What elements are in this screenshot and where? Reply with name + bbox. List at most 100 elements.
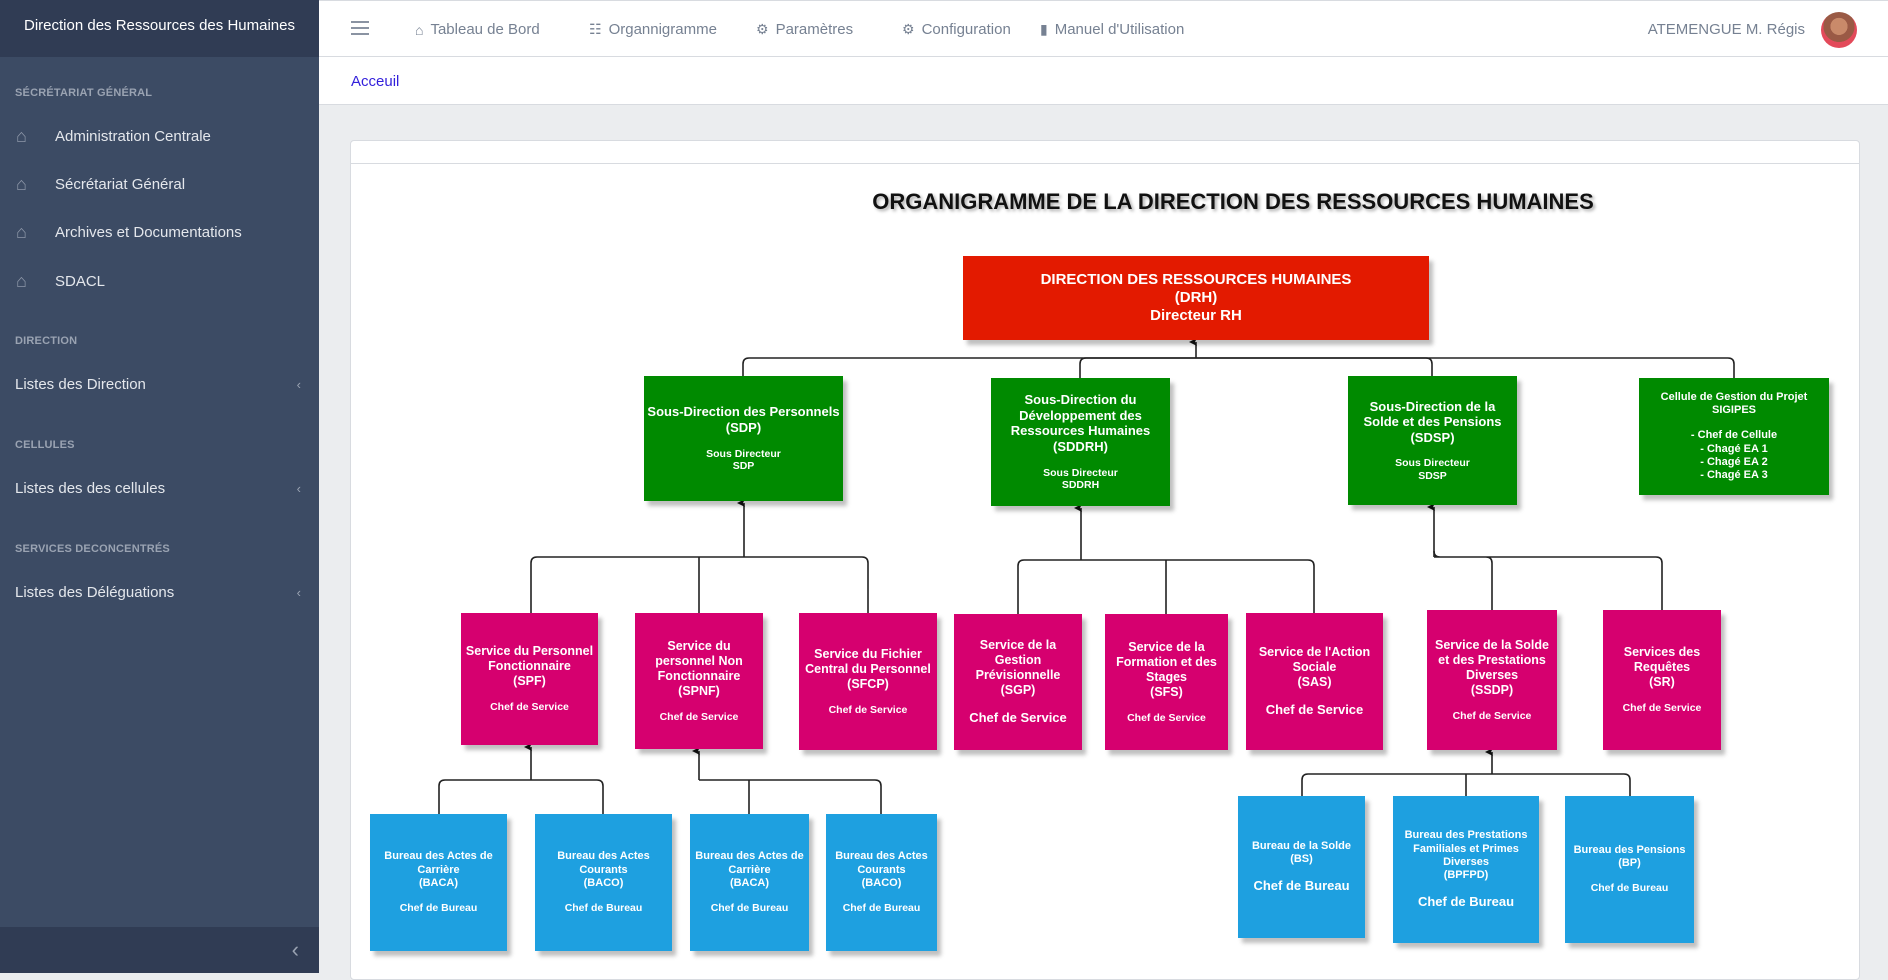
node-abbr: (SAS) bbox=[1297, 675, 1332, 690]
node-abbr: (BP) bbox=[1618, 857, 1641, 870]
node-abbr: (SR) bbox=[1649, 675, 1675, 690]
node-abbr: (SGP) bbox=[1000, 683, 1036, 698]
sidebar-item-label: Administration Centrale bbox=[55, 127, 211, 145]
org-node-bs[interactable]: Bureau de la Solde(BS)Chef de Bureau bbox=[1238, 796, 1365, 938]
node-role: Chef de Bureau bbox=[399, 901, 478, 914]
connector bbox=[742, 357, 1735, 378]
sidebar-item-listes-delegations[interactable]: Listes des Déléguations‹ bbox=[0, 572, 319, 612]
nav-parametres[interactable]: ⚙Paramètres bbox=[756, 1, 853, 58]
sidebar-brand[interactable]: Direction des Ressources des Humaines bbox=[0, 0, 319, 57]
node-title: Sous-Direction du Développement des Ress… bbox=[1010, 392, 1151, 439]
sidebar-item-label: SDACL bbox=[55, 272, 106, 290]
chevron-left-icon: ‹ bbox=[296, 480, 301, 496]
org-node-sr[interactable]: Services des Requêtes(SR) Chef de Service bbox=[1603, 610, 1721, 750]
nav-label: Tableau de Bord bbox=[430, 21, 540, 38]
node-members-0: - Chef de Cellule bbox=[1690, 429, 1778, 442]
node-title: Bureau des Actes Courants bbox=[557, 850, 650, 876]
org-node-sdsp[interactable]: Sous-Direction de la Solde et des Pensio… bbox=[1348, 376, 1517, 505]
node-title: Bureau des Prestations Familiales et Pri… bbox=[1404, 829, 1528, 868]
org-node-spnf[interactable]: Service du personnel Non Fonctionnaire(S… bbox=[635, 613, 763, 749]
node-abbr: (SDSP) bbox=[1410, 429, 1455, 445]
nav-tableau-de-bord[interactable]: ⌂ Tableau de Bord bbox=[415, 1, 540, 58]
avatar[interactable] bbox=[1821, 12, 1857, 48]
section-secretariat: SÉCRÉTARIAT GÉNÉRAL bbox=[15, 87, 153, 99]
sidebar-item-listes-cellules[interactable]: Listes des des cellules ‹ bbox=[0, 468, 319, 508]
org-node-spf[interactable]: Service du Personnel Fonctionnaire(SPF) C… bbox=[461, 613, 598, 745]
org-node-baca2[interactable]: Bureau des Actes de Carrière(BACA) Chef d… bbox=[690, 814, 809, 951]
node-title: Bureau de la Solde bbox=[1251, 840, 1352, 853]
node-abbr: (SPF) bbox=[513, 674, 546, 689]
org-node-drh[interactable]: DIRECTION DES RESSOURCES HUMAINES(DRH)Di… bbox=[963, 256, 1429, 340]
node-role: Chef de Service bbox=[969, 710, 1067, 726]
node-title: Service du Personnel Fonctionnaire bbox=[465, 644, 594, 674]
node-abbr: (SPNF) bbox=[678, 683, 720, 698]
nav-label: Organnigramme bbox=[608, 21, 717, 38]
home-icon: ⌂ bbox=[16, 173, 27, 194]
org-node-sfs[interactable]: Service de la Formation et des Stages(SF… bbox=[1105, 614, 1228, 750]
sidebar-item-listes-direction[interactable]: Listes des Direction‹ bbox=[0, 364, 319, 404]
sidebar-item-secretariat-general[interactable]: ⌂Sécrétariat Général bbox=[0, 164, 319, 204]
org-node-bpfpd[interactable]: Bureau des Prestations Familiales et Pri… bbox=[1393, 796, 1539, 943]
user-name[interactable]: ATEMENGUE M. Régis bbox=[1647, 21, 1805, 38]
sidebar-item-administration-centrale[interactable]: ⌂ Administration Centrale bbox=[0, 116, 319, 156]
node-title: Bureau des Pensions bbox=[1573, 844, 1686, 857]
orgchart-title: ORGANIGRAMME DE LA DIRECTION DES RESSOUR… bbox=[872, 189, 1594, 214]
org-node-baco2[interactable]: Bureau des Actes Courants(BACO)Chef de B… bbox=[826, 814, 937, 951]
user-cog-icon: ⚙ bbox=[756, 21, 769, 37]
node-role: Chef de Service bbox=[1127, 711, 1206, 724]
node-abbr: (BACO) bbox=[861, 876, 902, 889]
node-role: Sous Directeur SDDRH bbox=[1043, 466, 1118, 492]
breadcrumb-home-link[interactable]: Acceuil bbox=[351, 73, 400, 90]
connector bbox=[1301, 773, 1631, 796]
node-members-3: - Chagé EA 3 bbox=[1700, 468, 1768, 481]
section-direction: DIRECTION bbox=[15, 335, 78, 347]
node-role: Chef de Service bbox=[490, 701, 569, 714]
node-role: Chef de Service bbox=[1622, 702, 1702, 715]
node-abbr: (BACA) bbox=[729, 876, 770, 889]
org-node-sas[interactable]: Service de l'Action Sociale(SAS)Chef de … bbox=[1246, 613, 1383, 750]
connector bbox=[1433, 550, 1663, 610]
sidebar-item-archives[interactable]: ⌂Archives et Documentations bbox=[0, 212, 319, 252]
node-role: Chef de Service bbox=[1265, 702, 1364, 718]
node-abbr: (BACA) bbox=[418, 876, 459, 889]
node-abbr: (SFCP) bbox=[847, 676, 889, 691]
node-title: DIRECTION DES RESSOURCES HUMAINES bbox=[1040, 271, 1352, 288]
connector bbox=[438, 779, 604, 814]
node-abbr: (BPFPD) bbox=[1443, 868, 1489, 881]
org-node-baca1[interactable]: Bureau des Actes de Carrière(BACA)Chef d… bbox=[370, 814, 507, 951]
org-node-bp[interactable]: Bureau des Pensions(BP)Chef de Bureau bbox=[1565, 796, 1694, 943]
org-node-sdp[interactable]: Sous-Direction des Personnels(SDP)Sous D… bbox=[644, 376, 843, 501]
org-node-baco1[interactable]: Bureau des Actes Courants(BACO)Chef de B… bbox=[535, 814, 672, 951]
chevron-left-icon: ‹ bbox=[291, 937, 299, 962]
nav-organnigramme[interactable]: ☷Organnigramme bbox=[589, 1, 717, 58]
org-node-sfcp[interactable]: Service du Fichier Central du Personnel(… bbox=[799, 613, 937, 750]
node-role: Chef de Bureau bbox=[1417, 894, 1515, 910]
sidebar-item-label: Listes des Direction bbox=[15, 375, 146, 393]
node-role: Chef de Bureau bbox=[710, 901, 789, 914]
section-cellules: CELLULES bbox=[15, 439, 75, 451]
home-icon: ⌂ bbox=[16, 125, 27, 146]
node-title: Services des Requêtes bbox=[1623, 645, 1701, 675]
node-role: Chef de Service bbox=[1452, 709, 1532, 722]
node-title: Bureau des Actes de Carrière bbox=[695, 850, 804, 876]
home-icon: ⌂ bbox=[415, 21, 424, 38]
org-node-sddrh[interactable]: Sous-Direction du Développement des Ress… bbox=[991, 378, 1170, 506]
nav-configuration[interactable]: ⚙Configuration bbox=[902, 1, 1011, 58]
sidebar-item-label: Listes des Déléguations bbox=[15, 583, 175, 601]
node-title: Bureau des Actes Courants bbox=[835, 850, 928, 876]
nav-manuel[interactable]: ▮Manuel d'Utilisation bbox=[1040, 1, 1184, 58]
hamburger-menu-button[interactable] bbox=[351, 21, 369, 35]
section-services-deconcentres: SERVICES DECONCENTRÉS bbox=[15, 543, 170, 555]
sidebar-item-sdacl[interactable]: ⌂SDACL bbox=[0, 261, 319, 301]
sidebar-minimize-button[interactable]: ‹ bbox=[0, 927, 319, 973]
sidebar: Direction des Ressources des Humaines SÉ… bbox=[0, 0, 319, 973]
sidebar-item-label: Listes des des cellules bbox=[15, 479, 166, 497]
node-role: Sous Directeur SDSP bbox=[1395, 457, 1470, 482]
node-abbr: (DRH) bbox=[1174, 289, 1218, 306]
node-role: Chef de Bureau bbox=[564, 901, 643, 914]
node-members-1: - Chagé EA 1 bbox=[1700, 442, 1768, 455]
org-node-ssdp[interactable]: Service de la Solde et des Prestations D… bbox=[1427, 610, 1557, 750]
org-node-sgp[interactable]: Service de la Gestion Prévisionnelle(SGP… bbox=[954, 614, 1082, 750]
